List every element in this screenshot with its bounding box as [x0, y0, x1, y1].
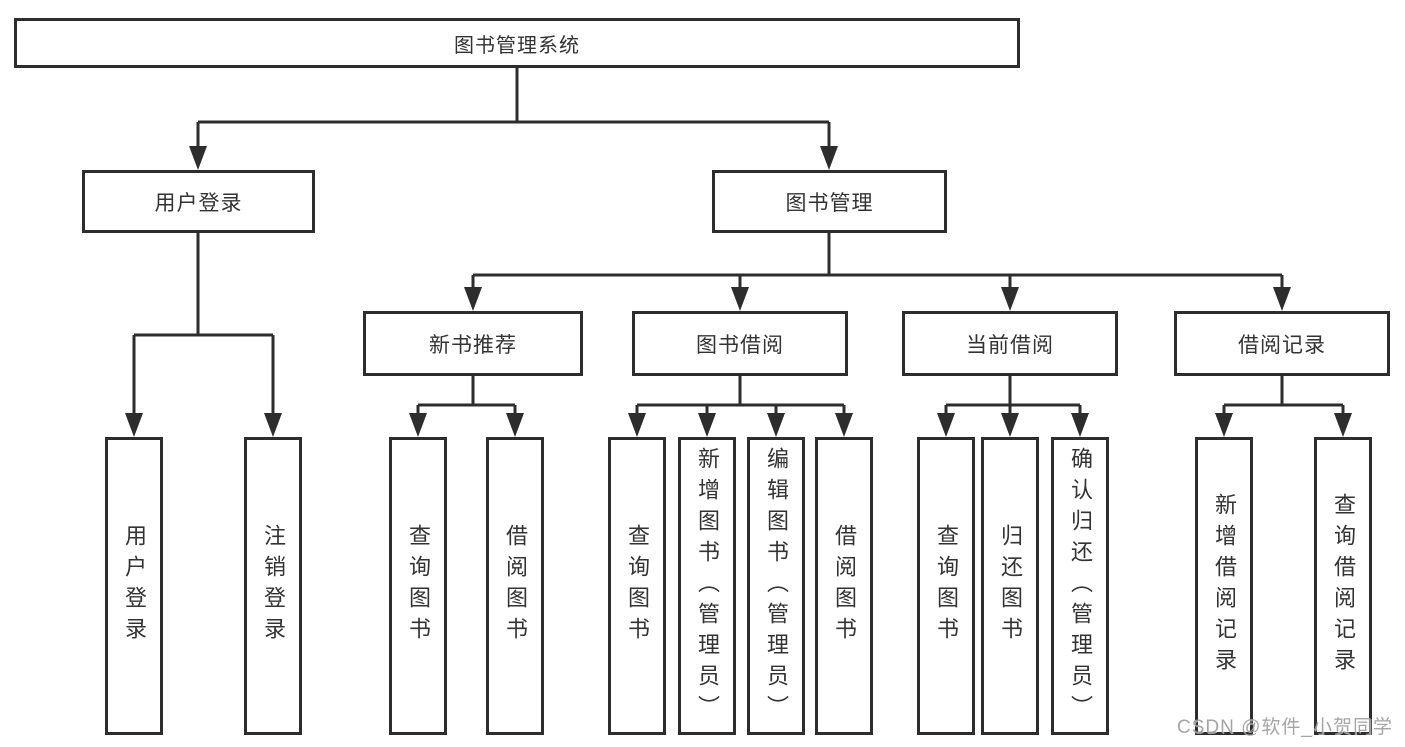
leaf-nb-query-books: 查询图书 [389, 437, 447, 735]
node-label: 注销登录 [261, 524, 286, 648]
arrowhead-down-icon [628, 413, 853, 437]
node-label: 编辑图书（管理员） [764, 446, 789, 726]
connector-new-book-recommend-group [416, 376, 517, 418]
connector-root-to-level2 [196, 68, 831, 152]
leaf-cb-return-books: 归还图书 [981, 437, 1039, 735]
arrowhead-down-icon [409, 413, 524, 437]
arrowhead-down-icon [125, 413, 282, 437]
leaf-bb-add-books-admin: 新增图书（管理员） [678, 437, 736, 735]
node-user-login: 用户登录 [82, 170, 315, 233]
node-book-management-system: 图书管理系统 [14, 18, 1020, 68]
node-label: 查询图书 [934, 524, 959, 648]
connector-borrow-records-group [1222, 376, 1345, 418]
node-label: 图书管理 [785, 191, 874, 215]
leaf-bb-edit-books-admin: 编辑图书（管理员） [747, 437, 805, 735]
leaf-cb-query-books: 查询图书 [917, 437, 975, 735]
node-label: 当前借阅 [966, 333, 1054, 357]
node-label: 借阅记录 [1238, 333, 1326, 357]
leaf-cb-confirm-return-admin: 确认归还（管理员） [1051, 437, 1109, 735]
leaf-user-login: 用户登录 [105, 437, 163, 735]
watermark: CSDN @软件_小贺同学 [1177, 717, 1393, 738]
leaf-br-add-record: 新增借阅记录 [1195, 437, 1253, 735]
connector-user-login-group [132, 233, 275, 418]
node-label: 查询图书 [625, 524, 650, 648]
node-label: 借阅图书 [503, 524, 528, 648]
leaf-logout: 注销登录 [244, 437, 302, 735]
node-new-book-recommend: 新书推荐 [363, 311, 583, 376]
node-label: 用户登录 [122, 524, 147, 648]
node-label: 图书借阅 [696, 333, 784, 357]
node-label: 查询借阅记录 [1331, 493, 1356, 679]
leaf-br-query-record: 查询借阅记录 [1314, 437, 1372, 735]
node-label: 新书推荐 [429, 333, 517, 357]
node-label: 确认归还（管理员） [1068, 446, 1093, 726]
leaf-nb-borrow-books: 借阅图书 [486, 437, 544, 735]
arrowhead-down-icon [937, 413, 1089, 437]
arrowhead-down-icon [189, 146, 838, 170]
node-current-borrowing: 当前借阅 [902, 311, 1118, 376]
leaf-bb-borrow-books: 借阅图书 [815, 437, 873, 735]
node-book-management: 图书管理 [712, 170, 947, 233]
node-book-borrowing: 图书借阅 [632, 311, 848, 376]
connector-current-borrowing-group [944, 376, 1082, 418]
node-label: 用户登录 [154, 191, 243, 215]
arrowhead-down-icon [464, 287, 1291, 311]
node-label: 查询图书 [406, 524, 431, 648]
arrowhead-down-icon [1215, 413, 1352, 437]
connector-book-borrowing-group [635, 376, 846, 418]
node-label: 借阅图书 [832, 524, 857, 648]
node-label: 新增借阅记录 [1212, 493, 1237, 679]
node-borrow-records: 借阅记录 [1174, 311, 1390, 376]
leaf-bb-query-books: 查询图书 [608, 437, 666, 735]
node-label: 图书管理系统 [454, 34, 580, 57]
connector-book-management-to-level3 [471, 233, 1284, 292]
node-label: 归还图书 [998, 524, 1023, 648]
node-label: 新增图书（管理员） [695, 446, 720, 726]
